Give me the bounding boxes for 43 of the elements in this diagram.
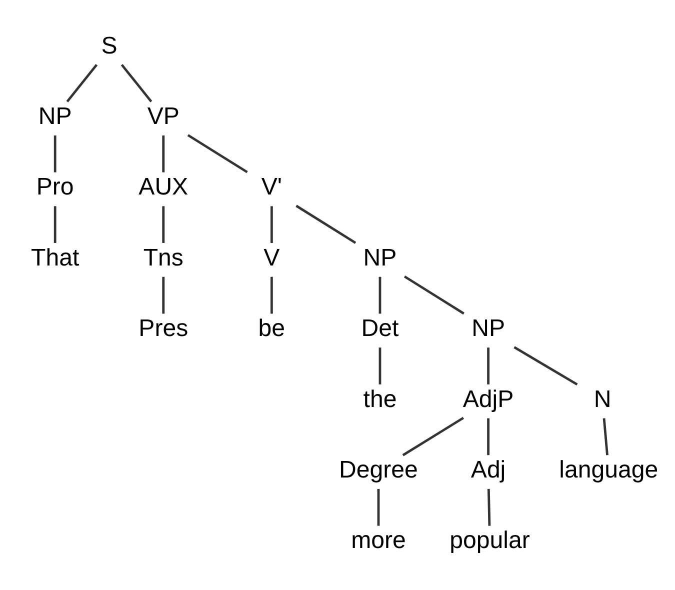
connector — [378, 348, 382, 384]
node-text: AdjP — [462, 386, 514, 413]
connector — [378, 276, 382, 314]
node-text: That — [31, 244, 80, 272]
node-text: S — [101, 32, 118, 60]
node-text: NP — [363, 244, 397, 272]
connector — [602, 418, 608, 456]
connector — [270, 276, 273, 314]
connector — [162, 276, 165, 314]
connector — [487, 418, 490, 456]
node-text: Pres — [138, 315, 188, 342]
connector — [187, 134, 248, 174]
node-text: NP — [38, 102, 72, 130]
node-text: V' — [261, 174, 282, 201]
node-text: NP — [472, 315, 505, 342]
connector — [487, 488, 491, 526]
node-text: Det — [361, 315, 399, 342]
connector — [404, 276, 464, 315]
connector — [162, 206, 165, 243]
connector — [487, 348, 490, 384]
connector — [162, 135, 165, 172]
node-text: V — [264, 244, 280, 272]
node-text: more — [351, 527, 406, 554]
node-text: AUX — [138, 174, 188, 201]
connector — [120, 64, 152, 102]
node-text: Degree — [339, 456, 418, 484]
node-text: VP — [147, 102, 180, 130]
connector — [296, 204, 356, 244]
connector — [270, 206, 273, 243]
connector — [54, 206, 56, 243]
connector — [66, 64, 98, 102]
node-text: Pro — [36, 174, 74, 201]
node-text: Tns — [143, 244, 184, 272]
node-text: be — [258, 315, 286, 342]
node-text: popular — [450, 527, 530, 554]
connector — [54, 135, 56, 172]
connector — [377, 488, 380, 526]
node-text: the — [363, 386, 397, 413]
connector — [514, 346, 578, 386]
node-text: language — [559, 456, 658, 484]
node-text: N — [594, 386, 612, 413]
connector — [402, 416, 464, 456]
node-text: Adj — [470, 456, 506, 484]
